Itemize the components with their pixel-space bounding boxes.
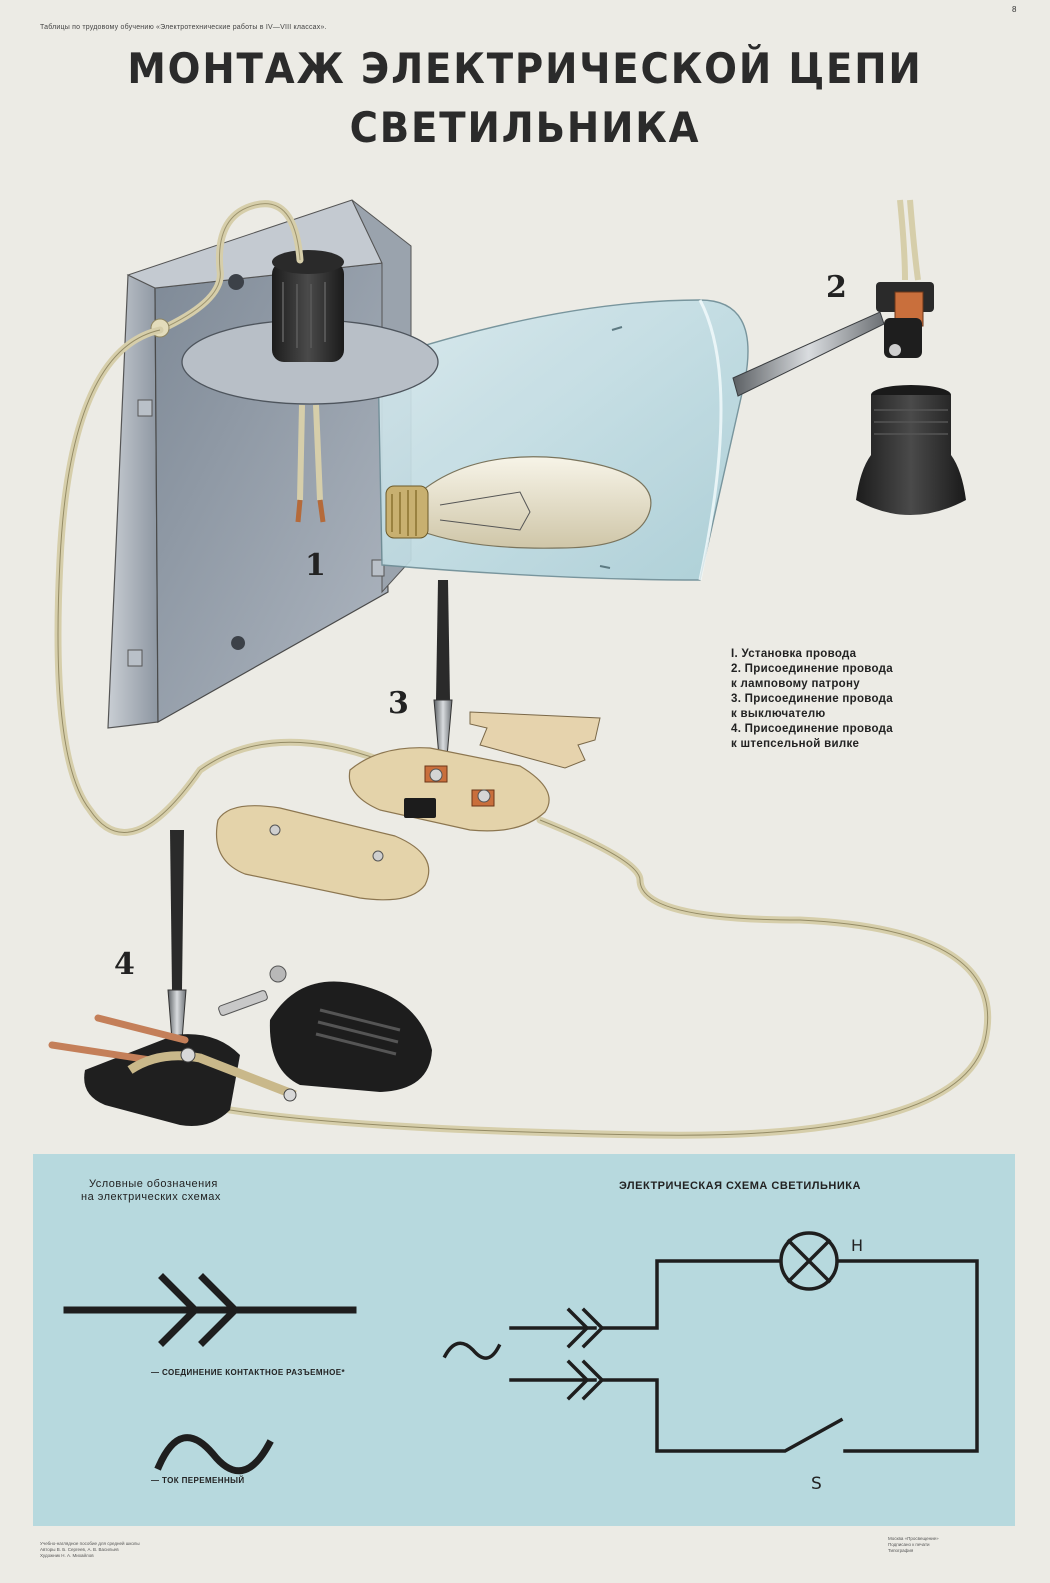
switch-label-s: S [811, 1474, 822, 1494]
footer-credits-right: Москва «Просвещение» Подписано к печати … [888, 1536, 939, 1553]
schema-heading: ЭЛЕКТРИЧЕСКАЯ СХЕМА СВЕТИЛЬНИКА [619, 1180, 861, 1192]
steps-legend: I. Установка провода 2. Присоединение пр… [731, 647, 893, 752]
step-number-3: 3 [388, 686, 409, 721]
wiring-illustration [48, 199, 992, 1139]
legend-line: к выключателю [731, 708, 826, 720]
symbols-heading-2: на электрических схемах [81, 1191, 221, 1203]
symbols-band: Условные обозначения на электрических сх… [33, 1154, 1015, 1526]
switch-detail [215, 580, 601, 901]
ac-caption: — ТОК ПЕРЕМЕННЫЙ [151, 1476, 245, 1485]
step-number-1: 1 [305, 548, 326, 583]
legend-line: I. Установка провода [731, 648, 857, 660]
lampholder-detail [732, 199, 966, 515]
plug-detail [48, 830, 432, 1126]
legend-line: к штепсельной вилке [731, 738, 860, 750]
footer-credits-left: Учебно-наглядное пособие для средней шко… [40, 1541, 140, 1558]
schema-drawing [63, 1231, 979, 1475]
lamp-assembly [107, 199, 749, 729]
legend-line: 4. Присоединение провода [731, 723, 893, 735]
legend-line: 3. Присоединение провода [731, 693, 893, 705]
step-number-4: 4 [114, 947, 135, 982]
legend-line: к ламповому патрону [731, 678, 860, 690]
series-caption: Таблицы по трудовому обучению «Электроте… [40, 24, 327, 31]
step-number-2: 2 [826, 270, 847, 305]
poster-title-line-1: МОНТАЖ ЭЛЕКТРИЧЕСКОЙ ЦЕПИ [127, 44, 923, 93]
lamp-label-h: H [851, 1236, 864, 1255]
symbols-heading-1: Условные обозначения [89, 1178, 218, 1190]
poster-title-line-2: СВЕТИЛЬНИКА [349, 103, 701, 152]
legend-line: 2. Присоединение провода [731, 663, 893, 675]
page-mark: 8 [1012, 5, 1017, 14]
connector-caption: — СОЕДИНЕНИЕ КОНТАКТНОЕ РАЗЪЕМНОЕ* [151, 1368, 346, 1377]
